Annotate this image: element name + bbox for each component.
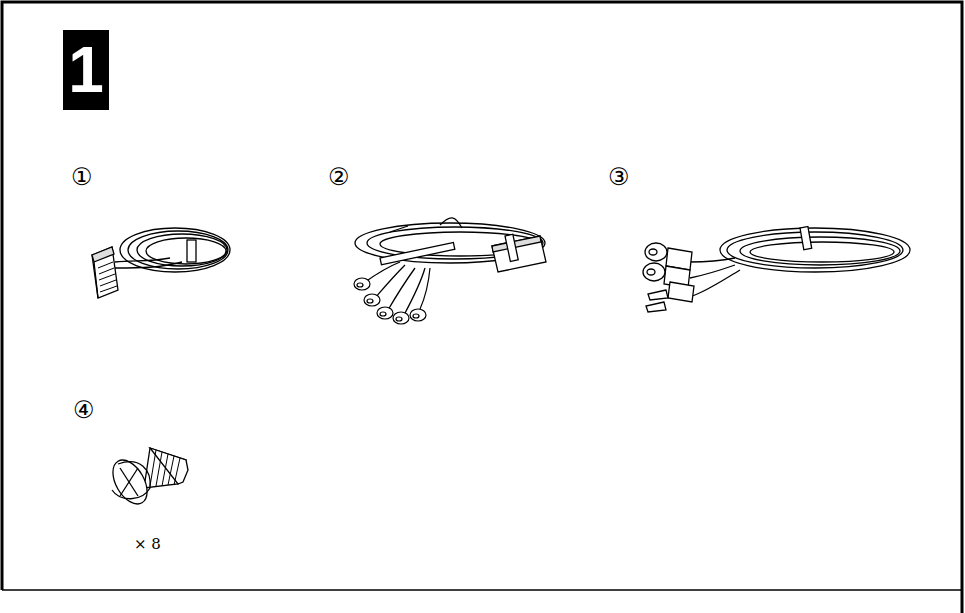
power-connector-cord	[92, 228, 230, 298]
callout-number: ②	[328, 165, 350, 189]
step-number: 1	[68, 38, 104, 102]
rca-cable	[643, 227, 910, 312]
frame-bottom	[2, 589, 962, 591]
harness-cord	[355, 218, 546, 315]
callout-number: ④	[73, 398, 95, 422]
callout-number: ③	[608, 165, 630, 189]
callout-number: ①	[71, 165, 93, 189]
connector-pins	[98, 262, 117, 292]
step-number-box: 1	[63, 30, 109, 110]
screw	[106, 448, 188, 510]
quantity-label: × 8	[134, 537, 161, 552]
screw-thread	[150, 450, 180, 486]
rca-plugs	[354, 268, 430, 324]
